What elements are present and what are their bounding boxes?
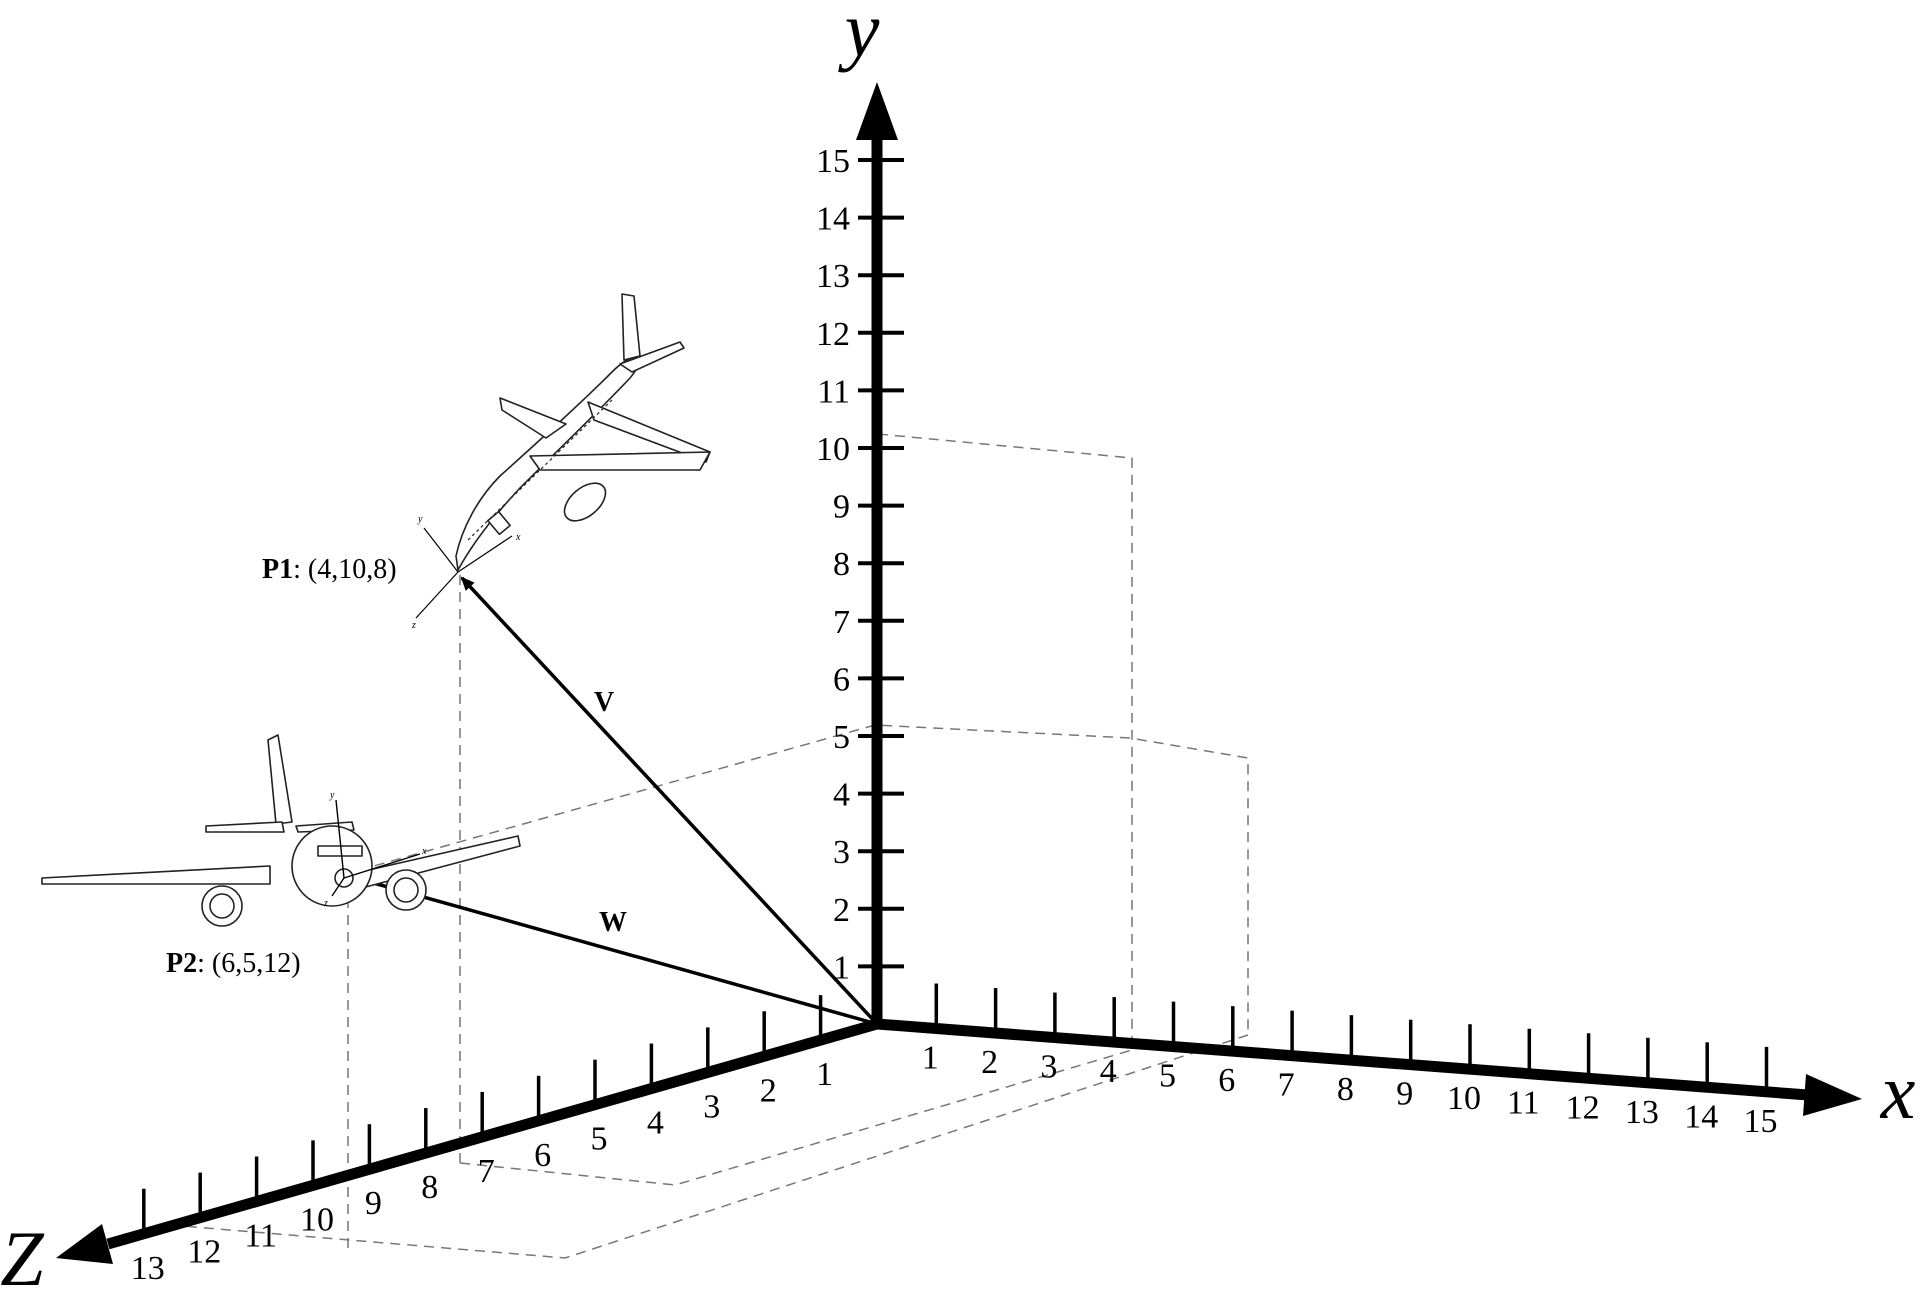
- p1-label: P1: (4,10,8): [262, 554, 397, 585]
- x-tick-label: 3: [1040, 1049, 1057, 1086]
- y-tick-label: 7: [833, 604, 850, 641]
- p1-projection-y10: [877, 433, 1133, 1050]
- x-tick-label: 4: [1100, 1053, 1117, 1090]
- y-tick-label: 2: [833, 892, 850, 929]
- z-tick-label: 1: [816, 1056, 833, 1093]
- y-tick-label: 8: [833, 546, 850, 583]
- airplane-p2-icon: [41, 734, 521, 927]
- x-tick-label: 2: [981, 1044, 998, 1081]
- z-tick-label: 12: [187, 1234, 221, 1271]
- p2-local-axes: [331, 799, 421, 897]
- p1-local-z-label: z: [411, 620, 416, 631]
- z-axis-line: [106, 1018, 879, 1250]
- x-tick-label: 1: [922, 1040, 939, 1077]
- x-axis-name: x: [1880, 1048, 1916, 1135]
- vector-v-label: V: [594, 687, 614, 718]
- x-tick-label: 11: [1507, 1085, 1540, 1122]
- y-tick-label: 1: [833, 949, 850, 986]
- vector-w: [350, 874, 878, 1026]
- x-tick-label: 8: [1337, 1071, 1354, 1108]
- p2-local-z-label: z: [323, 898, 328, 909]
- p1-local-y-label: y: [417, 514, 423, 525]
- y-tick-label: 11: [817, 373, 850, 410]
- x-tick-label: 6: [1218, 1062, 1235, 1099]
- floor-z12: [169, 1034, 1249, 1259]
- y-tick-label: 3: [833, 834, 850, 871]
- y-tick-label: 4: [833, 777, 850, 814]
- p2-coords: : (6,5,12): [197, 948, 300, 979]
- axes: [56, 82, 1862, 1264]
- y-tick-label: 15: [816, 143, 850, 180]
- p2-local-y-label: y: [329, 790, 335, 801]
- p2-label: P2: (6,5,12): [166, 948, 301, 979]
- y-tick-label: 6: [833, 661, 850, 698]
- z-tick-label: 7: [478, 1153, 495, 1190]
- x-tick-label: 10: [1447, 1080, 1481, 1117]
- x-tick-label: 12: [1566, 1089, 1600, 1126]
- y-tick-label: 13: [816, 258, 850, 295]
- p1-name: P1: [262, 554, 293, 585]
- x-tick-label: 14: [1684, 1098, 1718, 1135]
- y-axis-arrowhead: [856, 82, 898, 140]
- z-axis-name: Z: [0, 1215, 45, 1289]
- vector-v: [460, 576, 879, 1026]
- z-tick-label: 4: [647, 1105, 664, 1142]
- p2-projection-y5: [341, 724, 1249, 1035]
- y-tick-label: 5: [833, 719, 850, 756]
- p2-local-x-label: x: [421, 846, 427, 857]
- y-tick-label: 10: [816, 431, 850, 468]
- floor-z8: [459, 1049, 1133, 1186]
- p1-local-x-label: x: [515, 532, 521, 543]
- y-axis-name: y: [838, 0, 880, 73]
- p1-coords: : (4,10,8): [293, 554, 396, 585]
- z-tick-label: 6: [534, 1137, 551, 1174]
- vector-w-label: W: [599, 907, 627, 938]
- x-tick-label: 7: [1278, 1067, 1295, 1104]
- x-axis-line: [876, 1018, 1809, 1101]
- x-tick-label: 13: [1625, 1094, 1659, 1131]
- z-axis-arrowhead: [56, 1224, 113, 1264]
- z-tick-label: 11: [244, 1217, 277, 1254]
- x-tick-label: 15: [1744, 1103, 1778, 1140]
- y-tick-label: 9: [833, 489, 850, 526]
- p1-local-axes: [415, 527, 513, 619]
- z-tick-label: 3: [703, 1088, 720, 1125]
- z-tick-label: 5: [591, 1121, 608, 1158]
- z-tick-label: 2: [760, 1072, 777, 1109]
- p2-name: P2: [166, 948, 197, 979]
- vectors: [350, 576, 879, 1026]
- x-tick-label: 5: [1159, 1058, 1176, 1095]
- x-tick-label: 9: [1396, 1076, 1413, 1113]
- x-axis-arrowhead: [1803, 1074, 1862, 1116]
- z-tick-label: 8: [421, 1169, 438, 1206]
- airplane-p1-icon: [455, 293, 711, 571]
- z-tick-label: 9: [365, 1185, 382, 1222]
- y-tick-label: 14: [816, 201, 850, 238]
- projection-guides: [169, 433, 1249, 1259]
- z-tick-label: 13: [131, 1250, 165, 1287]
- y-tick-label: 12: [816, 316, 850, 353]
- z-tick-label: 10: [300, 1201, 334, 1238]
